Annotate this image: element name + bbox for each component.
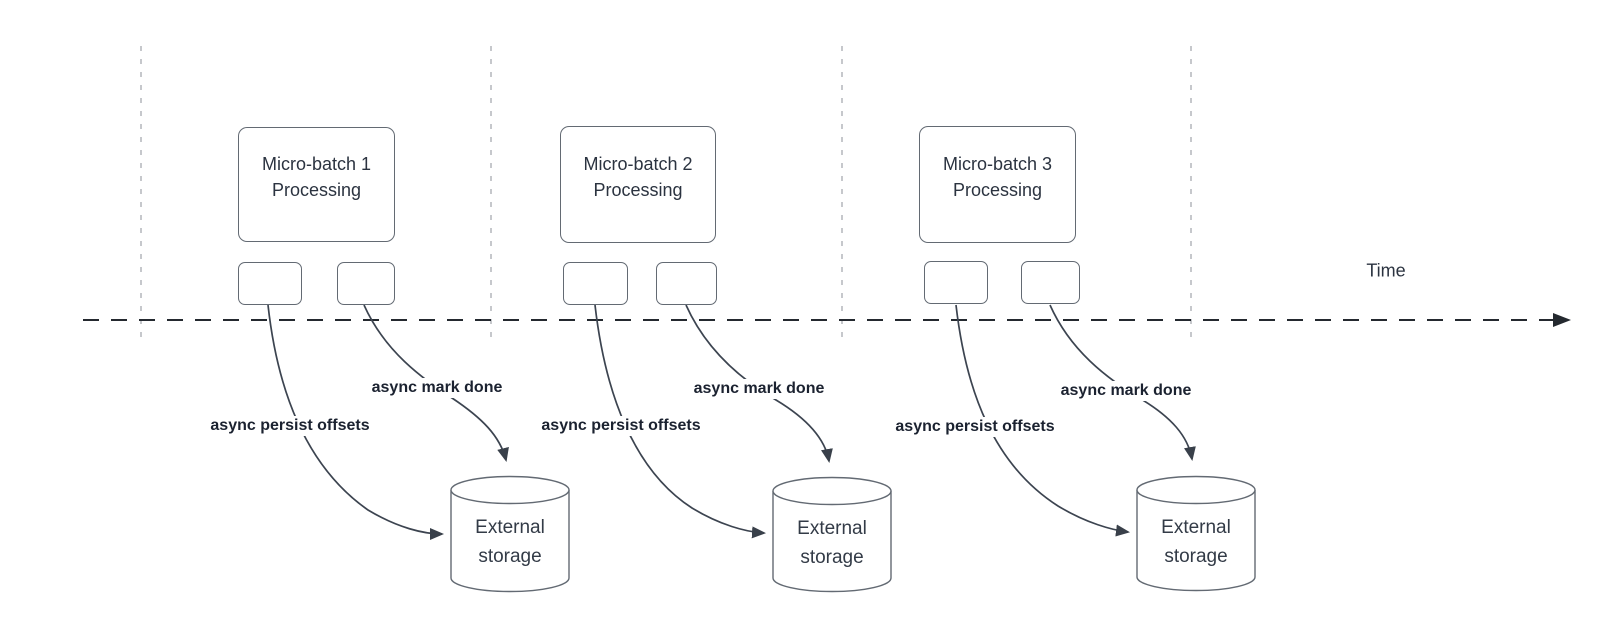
persist-task-box-3	[924, 261, 988, 304]
mark-task-box-3	[1021, 261, 1080, 304]
async-mark-done-label-3: async mark done	[1057, 381, 1195, 401]
external-storage-label-2: External storage	[797, 518, 867, 568]
async-mark-done-label-1: async mark done	[368, 378, 506, 398]
micro-batch-3-box: Micro-batch 3 Processing	[919, 126, 1076, 243]
external-storage-cylinder-3	[1136, 475, 1256, 592]
async-mark-done-label-2: async mark done	[690, 379, 828, 399]
external-storage-label-3: External storage	[1161, 517, 1231, 567]
external-storage-cylinder-2	[772, 476, 892, 593]
async-persist-offsets-arrow-1	[267, 304, 444, 540]
async-persist-offsets-arrow-3	[955, 304, 1130, 537]
mark-task-box-2	[656, 262, 717, 305]
external-storage-cylinder-1	[450, 475, 570, 593]
async-mark-done-arrow-2	[685, 304, 833, 463]
async-persist-offsets-arrow-2	[594, 304, 766, 539]
persist-task-box-1	[238, 262, 302, 305]
micro-batch-1-box: Micro-batch 1 Processing	[238, 127, 395, 242]
micro-batch-2-box: Micro-batch 2 Processing	[560, 126, 716, 243]
persist-task-box-2	[563, 262, 628, 305]
micro-batch-3-label: Micro-batch 3 Processing	[942, 153, 1053, 200]
time-axis-label: Time	[1366, 260, 1406, 281]
async-persist-offsets-label-2: async persist offsets	[538, 416, 704, 436]
async-persist-offsets-label-1: async persist offsets	[207, 416, 373, 436]
async-persist-offsets-label-3: async persist offsets	[892, 417, 1058, 437]
mark-task-box-1	[337, 262, 395, 305]
external-storage-label-1: External storage	[475, 517, 545, 567]
micro-batch-2-label: Micro-batch 2 Processing	[583, 153, 693, 200]
micro-batch-1-label: Micro-batch 1 Processing	[261, 153, 372, 200]
